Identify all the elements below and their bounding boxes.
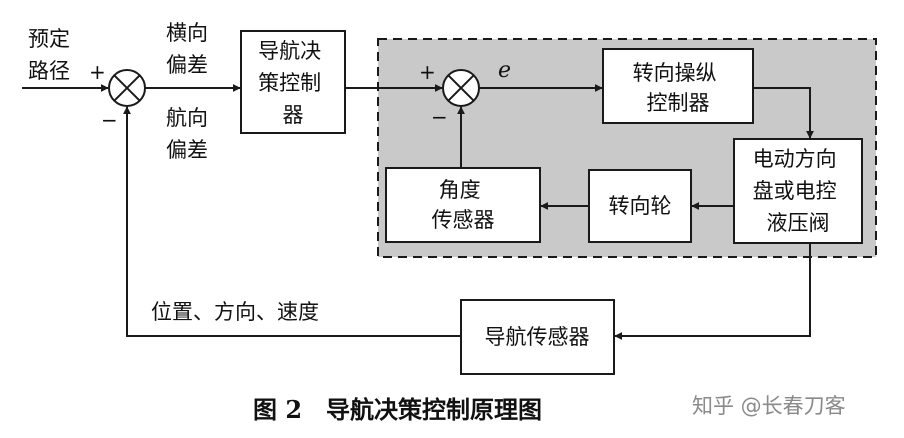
angle-sensor-label: 角度 传感器: [432, 178, 495, 232]
heading-deviation-label-2: 偏差: [166, 138, 208, 162]
steering-wheel-label: 转向轮: [609, 194, 672, 218]
inner-minus-sign: −: [431, 105, 448, 129]
signal-lines: [22, 84, 814, 340]
lateral-deviation-label-2: 偏差: [166, 53, 208, 77]
nav-sensor-block: [460, 299, 615, 375]
feedback-label: 位置、方向、速度: [151, 300, 319, 324]
actuator-block: [733, 138, 863, 244]
nav-decision-label: 导航决 策控制 器: [258, 39, 328, 127]
inner-plus-sign: +: [419, 60, 436, 84]
nav-decision-block: [240, 30, 346, 134]
angle-sensor-block: [385, 167, 541, 243]
nav-sensor-label: 导航传感器: [485, 325, 590, 349]
actuator-label: 电动方向 盘或电控 液压阀: [753, 147, 844, 235]
steering-controller-block: [602, 48, 754, 124]
outer-minus-sign: −: [101, 108, 118, 132]
error-symbol: e: [498, 58, 511, 83]
figure-caption: 图 2 导航决策控制原理图: [253, 395, 542, 424]
steering-controller-label: 转向操纵 控制器: [633, 61, 724, 115]
heading-deviation-label-1: 航向: [166, 106, 208, 130]
outer-summing-junction: [108, 69, 146, 107]
inner-summing-junction: [442, 69, 480, 107]
preset-path-label-2: 路径: [28, 59, 70, 83]
preset-path-label-1: 预定: [28, 27, 70, 51]
lateral-deviation-label-1: 横向: [166, 21, 208, 45]
watermark: 知乎 @长春刀客: [692, 394, 846, 418]
outer-plus-sign: +: [89, 60, 106, 84]
